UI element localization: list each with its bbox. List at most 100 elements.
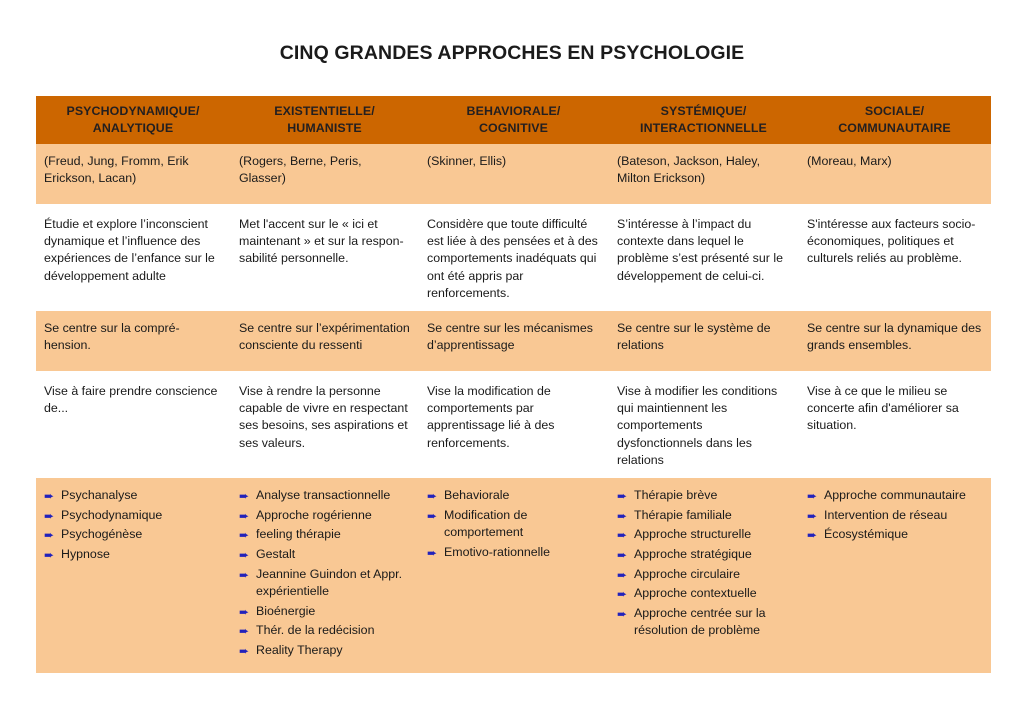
arrow-bullet-icon: ➨ bbox=[617, 606, 628, 621]
list-item: ➨ Emotivo-rationnelle bbox=[427, 544, 600, 562]
cell-approaches-2: ➨ Analyse transactionnelle ➨ Approche rogér… bbox=[231, 478, 419, 673]
arrow-bullet-icon: ➨ bbox=[44, 548, 55, 563]
list-item-label: Approche centrée sur la résolution de pr… bbox=[634, 605, 766, 638]
cell-aims-3: Vise la modification de comportements pa… bbox=[419, 371, 609, 479]
list-item-label: Modification de comportement bbox=[444, 507, 528, 540]
column-header-line2: ANALYTIQUE bbox=[92, 121, 174, 136]
table-row-approaches: ➨Psychanalyse➨Psychodynamique➨Psychogénè… bbox=[36, 478, 991, 673]
list-item: ➨Behaviorale bbox=[427, 487, 600, 505]
list-item-label: Approche structurelle bbox=[634, 527, 752, 542]
list-item-label: Reality Therapy bbox=[256, 643, 343, 658]
arrow-bullet-icon: ➨ bbox=[807, 508, 818, 523]
list-item-label: Psychodynamique bbox=[61, 507, 163, 522]
cell-focus-1: Se centre sur la compré-hension. bbox=[36, 311, 231, 372]
list-item: ➨Thérapie brève bbox=[617, 487, 790, 505]
list-item: ➨Approche circulaire bbox=[617, 566, 790, 584]
arrow-bullet-icon: ➨ bbox=[617, 548, 628, 563]
cell-authors-3: (Skinner, Ellis) bbox=[419, 144, 609, 205]
approach-list-sociale: ➨ Approche communautaire ➨ Intervention de … bbox=[807, 487, 982, 544]
list-item: ➨Jeannine Guindon et Appr. expérientiell… bbox=[239, 566, 410, 601]
table-row-aims: Vise à faire prendre conscience de... Vi… bbox=[36, 371, 991, 479]
list-item-label: Thérapie familiale bbox=[634, 507, 732, 522]
arrow-bullet-icon: ➨ bbox=[239, 508, 250, 523]
list-item: ➨ Reality Therapy bbox=[239, 642, 410, 660]
list-item-label: Approche circulaire bbox=[634, 566, 741, 581]
approaches-table-wrapper: PSYCHODYNAMIQUE/ ANALYTIQUE EXISTENTIELL… bbox=[36, 96, 991, 673]
table-body: (Freud, Jung, Fromm, Erik Erickson, Laca… bbox=[36, 144, 991, 673]
list-item: ➨ Bioénergie bbox=[239, 603, 410, 621]
arrow-bullet-icon: ➨ bbox=[239, 624, 250, 639]
cell-aims-1: Vise à faire prendre conscience de... bbox=[36, 371, 231, 479]
list-item-label: Psychogénèse bbox=[61, 527, 143, 542]
column-header-line1: EXISTENTIELLE/ bbox=[274, 104, 375, 118]
cell-aims-4: Vise à modifier les conditions qui maint… bbox=[609, 371, 799, 479]
cell-approaches-4: ➨Thérapie brève➨Thérapie familiale➨Appro… bbox=[609, 478, 799, 673]
list-item-label: Hypnose bbox=[61, 547, 110, 562]
arrow-bullet-icon: ➨ bbox=[239, 604, 250, 619]
arrow-bullet-icon: ➨ bbox=[44, 508, 55, 523]
column-header-existentielle: EXISTENTIELLE/ HUMANISTE bbox=[231, 96, 419, 145]
list-item: ➨ Thér. de la redécision bbox=[239, 622, 410, 640]
list-item-label: Jeannine Guindon et Appr. expérientielle bbox=[256, 566, 403, 599]
list-item: ➨ Approche rogérienne bbox=[239, 507, 410, 525]
column-header-line1: BEHAVIORALE/ bbox=[466, 104, 561, 118]
list-item-label: Emotivo-rationnelle bbox=[444, 545, 551, 560]
column-header-line1: SOCIALE/ bbox=[864, 104, 925, 118]
column-header-line1: PSYCHODYNAMIQUE/ bbox=[66, 104, 200, 118]
cell-aims-2: Vise à rendre la personne capable de viv… bbox=[231, 371, 419, 479]
column-header-line2: COMMUNAUTAIRE bbox=[838, 121, 951, 136]
cell-authors-5: (Moreau, Marx) bbox=[799, 144, 991, 205]
list-item-label: Approche contextuelle bbox=[634, 586, 757, 601]
cell-description-1: Étudie et explore l’inconscient dynamiqu… bbox=[36, 204, 231, 312]
list-item: ➨Approche stratégique bbox=[617, 546, 790, 564]
list-item: ➨ Analyse transactionnelle bbox=[239, 487, 410, 505]
list-item-label: Bioénergie bbox=[256, 603, 316, 618]
table-row-focus: Se centre sur la compré-hension. Se cent… bbox=[36, 311, 991, 372]
cell-approaches-5: ➨ Approche communautaire ➨ Intervention de … bbox=[799, 478, 991, 673]
list-item: ➨ Approche communautaire bbox=[807, 487, 982, 505]
arrow-bullet-icon: ➨ bbox=[427, 546, 438, 561]
column-header-line2: COGNITIVE bbox=[478, 121, 549, 136]
list-item: ➨Psychogénèse bbox=[44, 526, 222, 544]
list-item-label: Écosystémique bbox=[824, 527, 909, 542]
approach-list-behaviorale: ➨Behaviorale ➨ Modification de comportemen… bbox=[427, 487, 600, 561]
arrow-bullet-icon: ➨ bbox=[239, 489, 250, 504]
arrow-bullet-icon: ➨ bbox=[44, 489, 55, 504]
cell-approaches-3: ➨Behaviorale ➨ Modification de comportemen… bbox=[419, 478, 609, 673]
column-header-line2: INTERACTIONNELLE bbox=[640, 121, 767, 136]
column-header-line1: SYSTÉMIQUE/ bbox=[660, 104, 747, 118]
column-header-line2: HUMANISTE bbox=[287, 121, 362, 136]
list-item-label: Approche rogérienne bbox=[256, 507, 372, 522]
list-item-label: Thér. de la redécision bbox=[256, 623, 375, 638]
cell-approaches-1: ➨Psychanalyse➨Psychodynamique➨Psychogénè… bbox=[36, 478, 231, 673]
arrow-bullet-icon: ➨ bbox=[807, 489, 818, 504]
list-item: ➨ Psychanalyse bbox=[44, 487, 222, 505]
arrow-bullet-icon: ➨ bbox=[617, 587, 628, 602]
list-item: ➨ Intervention de réseau bbox=[807, 507, 982, 525]
list-item-label: Analyse transactionnelle bbox=[256, 488, 391, 503]
approach-list-systemique: ➨Thérapie brève➨Thérapie familiale➨Appro… bbox=[617, 487, 790, 640]
list-item-label: Approche communautaire bbox=[824, 488, 966, 503]
list-item-label: Thérapie brève bbox=[634, 488, 718, 503]
arrow-bullet-icon: ➨ bbox=[617, 508, 628, 523]
list-item: ➨ Approche contextuelle bbox=[617, 585, 790, 603]
cell-authors-2: (Rogers, Berne, Peris, Glasser) bbox=[231, 144, 419, 205]
column-header-psychodynamique: PSYCHODYNAMIQUE/ ANALYTIQUE bbox=[36, 96, 231, 145]
table-header: PSYCHODYNAMIQUE/ ANALYTIQUE EXISTENTIELL… bbox=[36, 96, 991, 145]
list-item-label: Behaviorale bbox=[444, 488, 510, 503]
list-item: ➨ Hypnose bbox=[44, 546, 222, 564]
list-item-label: Psychanalyse bbox=[61, 488, 138, 503]
cell-focus-2: Se centre sur l’expérimentation conscien… bbox=[231, 311, 419, 372]
arrow-bullet-icon: ➨ bbox=[807, 528, 818, 543]
column-header-sociale: SOCIALE/ COMMUNAUTAIRE bbox=[799, 96, 991, 145]
arrow-bullet-icon: ➨ bbox=[239, 548, 250, 563]
cell-authors-4: (Bateson, Jackson, Haley, Milton Erickso… bbox=[609, 144, 799, 205]
cell-description-2: Met l'accent sur le « ici et maintenant … bbox=[231, 204, 419, 312]
list-item: ➨ Psychodynamique bbox=[44, 507, 222, 525]
arrow-bullet-icon: ➨ bbox=[239, 644, 250, 659]
list-item: ➨ Écosystémique bbox=[807, 526, 982, 544]
cell-description-5: S'intéresse aux facteurs socio-économiqu… bbox=[799, 204, 991, 312]
list-item-label: Intervention de réseau bbox=[824, 507, 948, 522]
cell-description-3: Considère que toute difficulté est liée … bbox=[419, 204, 609, 312]
